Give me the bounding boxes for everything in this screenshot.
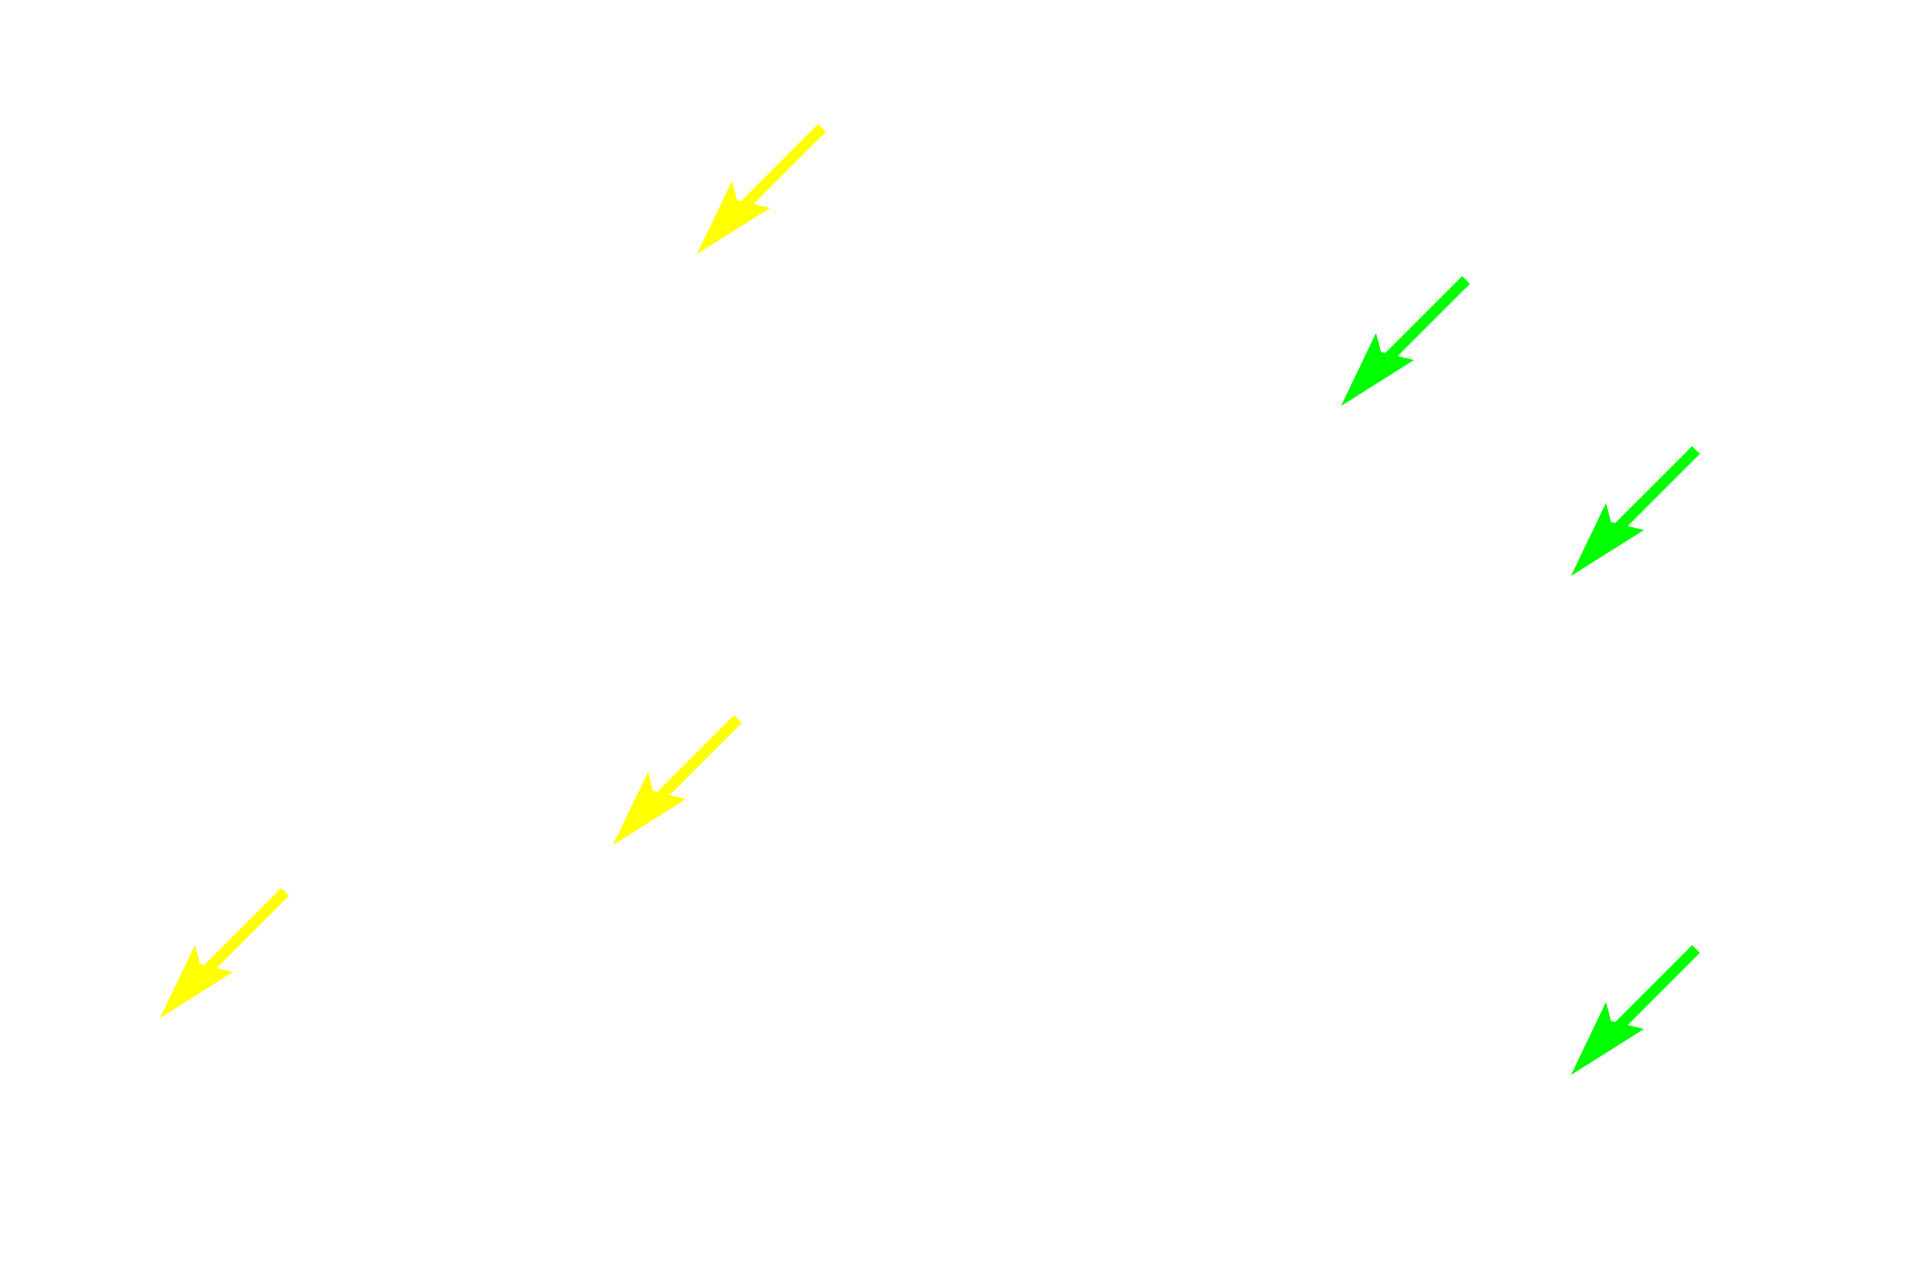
arrow-down-left-icon: [1571, 446, 1700, 576]
arrow-head: [1571, 1002, 1644, 1075]
yellow-arrow-icon: [160, 885, 300, 1025]
arrow-shaft: [1612, 945, 1700, 1033]
arrow-head: [613, 772, 686, 845]
arrow-head: [160, 945, 233, 1018]
arrow-down-left-icon: [160, 888, 289, 1018]
arrow-down-left-icon: [1341, 276, 1470, 406]
arrow-down-left-icon: [697, 124, 826, 254]
arrow-head: [1571, 503, 1644, 576]
yellow-arrow-icon: [697, 121, 837, 261]
green-arrow-icon: [1341, 273, 1481, 413]
yellow-arrow-icon: [613, 712, 753, 852]
arrow-down-left-icon: [1571, 945, 1700, 1075]
arrow-head: [1341, 333, 1414, 406]
arrow-shaft: [1382, 276, 1470, 364]
arrow-shaft: [738, 124, 826, 212]
arrow-shaft: [1612, 446, 1700, 534]
green-arrow-icon: [1571, 942, 1711, 1082]
arrow-head: [697, 181, 770, 254]
arrow-shaft: [201, 888, 289, 976]
green-arrow-icon: [1571, 443, 1711, 583]
arrow-shaft: [654, 715, 742, 803]
arrow-down-left-icon: [613, 715, 742, 845]
